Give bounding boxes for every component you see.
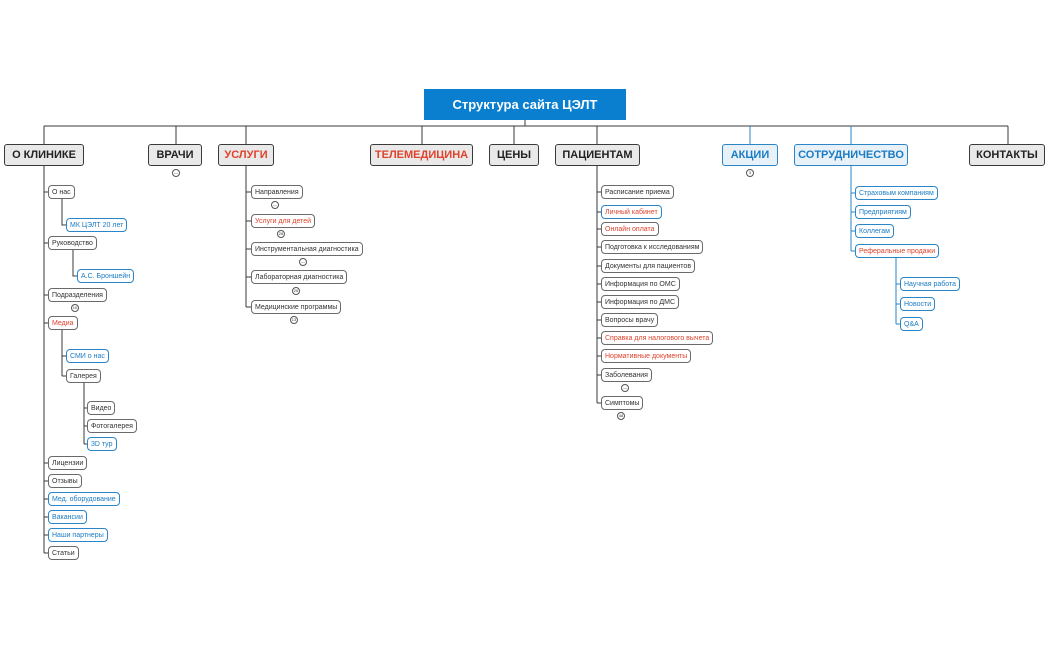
topic-contacts[interactable]: КОНТАКТЫ xyxy=(969,144,1045,166)
node-dms-info[interactable]: Информация по ДМС xyxy=(601,295,680,309)
cooperation-spine-line xyxy=(850,166,855,252)
count-badge-children-services[interactable]: 28 xyxy=(277,230,285,238)
referral-child-line xyxy=(895,258,900,325)
topic-prices[interactable]: ЦЕНЫ xyxy=(489,144,539,166)
services-branch-ticks xyxy=(246,191,251,308)
node-photo-gallery[interactable]: Фотогалерея xyxy=(87,419,137,433)
count-badge-symptoms[interactable]: 48 xyxy=(617,412,625,420)
topic-doctors[interactable]: ВРАЧИ xyxy=(148,144,202,166)
node-research[interactable]: Научная работа xyxy=(900,277,961,291)
node-media[interactable]: Медиа xyxy=(48,316,78,330)
node-bronshtein[interactable]: А.С. Броншейн xyxy=(77,269,135,283)
node-patient-documents[interactable]: Документы для пациентов xyxy=(601,259,696,273)
clinic-media-child-line xyxy=(61,330,66,377)
node-reviews[interactable]: Отзывы xyxy=(48,474,82,488)
node-doctor-questions[interactable]: Вопросы врачу xyxy=(601,313,659,327)
node-mk-20-years[interactable]: МК ЦЭЛТ 20 лет xyxy=(66,218,128,232)
clinic-gallery-child-line xyxy=(83,383,87,445)
node-qa[interactable]: Q&A xyxy=(900,317,923,331)
clinic-branch-ticks xyxy=(44,191,48,554)
node-children-services[interactable]: Услуги для детей xyxy=(251,214,316,228)
node-referral-sales[interactable]: Реферальные продажи xyxy=(855,244,940,258)
node-oms-info[interactable]: Информация по ОМС xyxy=(601,277,680,291)
count-badge-departments[interactable]: 10 xyxy=(71,304,79,312)
node-normative-documents[interactable]: Нормативные документы xyxy=(601,349,692,363)
node-licenses[interactable]: Лицензии xyxy=(48,456,88,470)
collapse-marker-directions[interactable]: — xyxy=(271,201,279,209)
collapse-marker-doctors[interactable]: — xyxy=(172,169,180,177)
node-colleagues[interactable]: Коллегам xyxy=(855,224,894,238)
clinic-about-child-line xyxy=(61,199,66,226)
topic-telemedicine[interactable]: ТЕЛЕМЕДИЦИНА xyxy=(370,144,473,166)
node-vacancies[interactable]: Вакансии xyxy=(48,510,87,524)
node-online-payment[interactable]: Онлайн оплата xyxy=(601,222,659,236)
topic-patients[interactable]: ПАЦИЕНТАМ xyxy=(555,144,640,166)
topic-about-clinic[interactable]: О КЛИНИКЕ xyxy=(4,144,84,166)
node-symptoms[interactable]: Симптомы xyxy=(601,396,644,410)
collapse-marker-diseases[interactable]: — xyxy=(621,384,629,392)
node-insurance-companies[interactable]: Страховым компаниям xyxy=(855,186,938,200)
node-personal-account[interactable]: Личный кабинет xyxy=(601,205,662,219)
count-badge-lab-diagnostics[interactable]: 26 xyxy=(292,287,300,295)
node-enterprises[interactable]: Предприятиям xyxy=(855,205,911,219)
node-3d-tour[interactable]: 3D тур xyxy=(87,437,117,451)
topic-cooperation[interactable]: СОТРУДНИЧЕСТВО xyxy=(794,144,908,166)
clinic-management-child-line xyxy=(72,250,77,277)
node-about[interactable]: О нас xyxy=(48,185,75,199)
node-exam-preparation[interactable]: Подготовка к исследованиям xyxy=(601,240,704,254)
topic-services[interactable]: УСЛУГИ xyxy=(218,144,274,166)
node-video[interactable]: Видео xyxy=(87,401,116,415)
topic-promotions[interactable]: АКЦИИ xyxy=(722,144,778,166)
node-lab-diagnostics[interactable]: Лабораторная диагностика xyxy=(251,270,348,284)
node-medical-equipment[interactable]: Мед. оборудование xyxy=(48,492,120,506)
node-partners[interactable]: Наши партнеры xyxy=(48,528,108,542)
patients-branch-ticks xyxy=(597,191,601,404)
node-schedule[interactable]: Расписание приема xyxy=(601,185,674,199)
root-title[interactable]: Структура сайта ЦЭЛТ xyxy=(424,89,626,120)
node-articles[interactable]: Статьи xyxy=(48,546,79,560)
count-badge-medical-programs[interactable]: 13 xyxy=(290,316,298,324)
count-badge-promotions[interactable]: 3 xyxy=(746,169,754,177)
node-departments[interactable]: Подразделения xyxy=(48,288,107,302)
node-diseases[interactable]: Заболевания xyxy=(601,368,652,382)
node-instrumental-diagnostics[interactable]: Инструментальная диагностика xyxy=(251,242,363,256)
node-tax-certificate[interactable]: Справка для налогового вычета xyxy=(601,331,714,345)
node-news[interactable]: Новости xyxy=(900,297,936,311)
collapse-marker-instrumental[interactable]: — xyxy=(299,258,307,266)
node-medical-programs[interactable]: Медицинские программы xyxy=(251,300,342,314)
node-directions[interactable]: Направления xyxy=(251,185,303,199)
node-management[interactable]: Руководство xyxy=(48,236,97,250)
node-gallery[interactable]: Галерея xyxy=(66,369,101,383)
node-smi-about-us[interactable]: СМИ о нас xyxy=(66,349,109,363)
